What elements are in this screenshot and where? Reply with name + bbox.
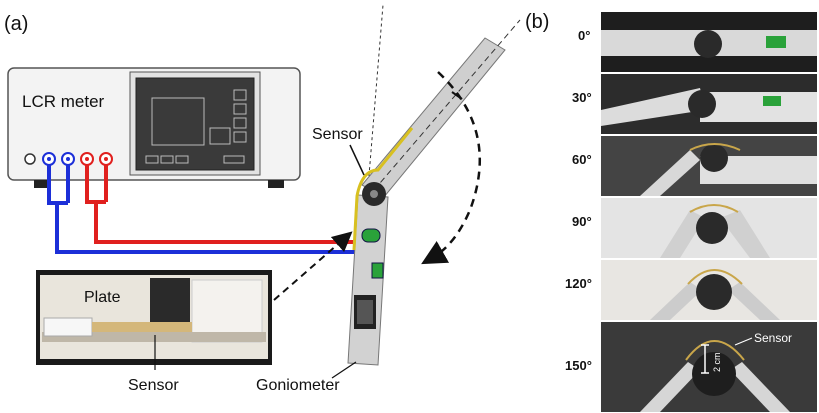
inset-photo: Plate — [36, 270, 272, 365]
goniometer-label: Goniometer — [256, 377, 340, 394]
angle-labels: 0° 30° 60° 90° 120° 150° — [565, 28, 592, 373]
lcr-terminals — [24, 152, 113, 166]
photo-60 — [601, 136, 817, 196]
panel-b-label: (b) — [525, 11, 549, 33]
inset-arrow — [273, 231, 353, 301]
lcr-meter: LCR meter — [7, 67, 301, 188]
sensor-pointer — [349, 144, 365, 176]
inset-sensor-label: Sensor — [128, 377, 179, 394]
level-vial — [361, 228, 381, 243]
lcr-foot-left — [34, 180, 50, 188]
photo-30 — [601, 74, 817, 134]
angle-label-30: 30° — [572, 90, 592, 105]
angle-photos: 2 cm Sensor — [601, 12, 817, 412]
photo-90 — [601, 198, 817, 258]
lcr-meter-label: LCR meter — [22, 92, 105, 111]
wires — [47, 165, 357, 254]
red-wire — [85, 165, 355, 244]
sensor-label: Sensor — [312, 126, 363, 143]
clamp-block — [43, 317, 93, 337]
angle-label-90: 90° — [572, 214, 592, 229]
goniometer-upper-arm — [361, 37, 506, 198]
angle-label-0: 0° — [578, 28, 590, 43]
photo-120 — [601, 260, 817, 320]
sensor-strip — [352, 127, 414, 251]
panel-a-label: (a) — [4, 13, 28, 35]
lcr-foot-right — [268, 180, 284, 188]
angle-label-60: 60° — [572, 152, 592, 167]
blue-wire — [47, 165, 357, 254]
goniometer-pointer — [331, 361, 357, 379]
level-vial-small — [371, 262, 384, 279]
goniometer-lower-arm — [347, 194, 389, 366]
plate-block — [191, 279, 263, 343]
rotation-arrow — [421, 71, 482, 265]
goniometer — [347, 4, 521, 366]
reference-line — [366, 4, 384, 201]
inset-table — [42, 332, 266, 342]
inset-sensor-strip — [92, 322, 192, 332]
angle-label-150: 150° — [565, 358, 592, 373]
scale-label: 2 cm — [712, 352, 722, 372]
photo-150: 2 cm Sensor — [601, 322, 817, 412]
photo-sensor-label: Sensor — [754, 331, 792, 345]
angle-label-120: 120° — [565, 276, 592, 291]
photo-sensor-pointer — [734, 337, 753, 346]
lcr-screen — [145, 89, 247, 164]
plate-label: Plate — [84, 289, 121, 306]
upper-arm-axis — [373, 19, 521, 191]
photo-0 — [601, 12, 817, 72]
